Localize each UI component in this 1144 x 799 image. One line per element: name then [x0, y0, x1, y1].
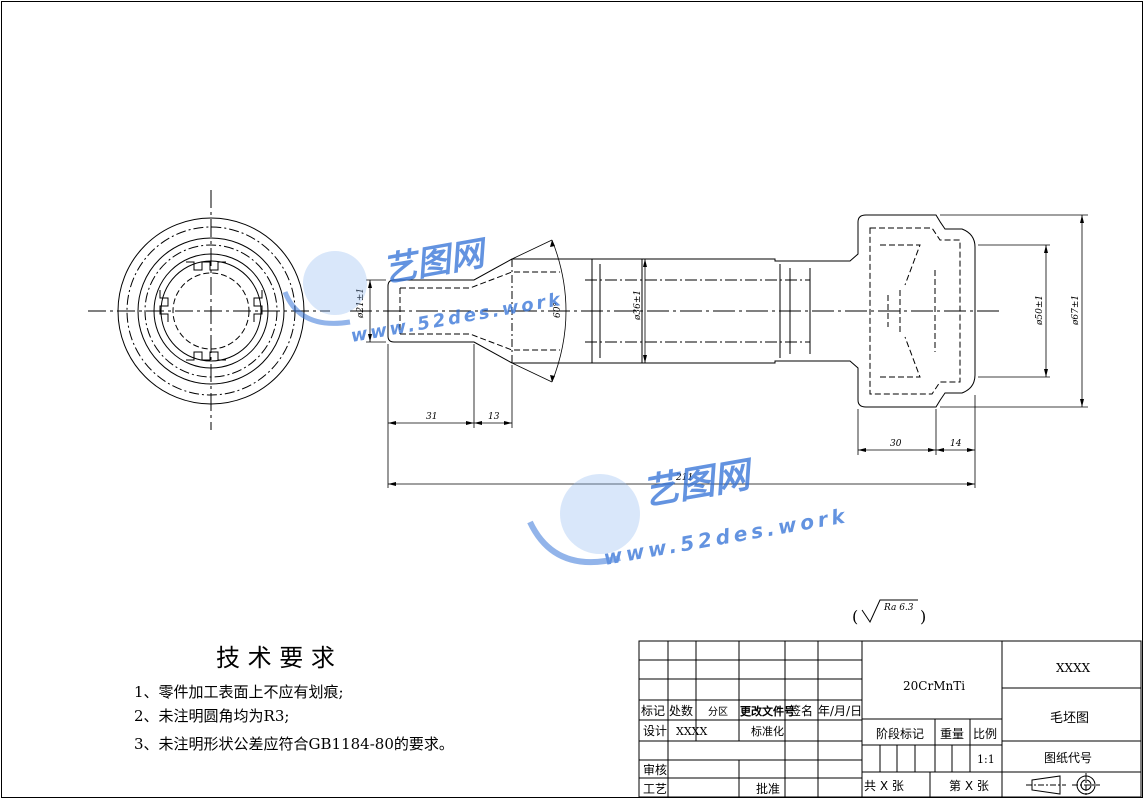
tb-drawing-name: 毛坯图: [1050, 711, 1089, 726]
watermark-globe-icon: [282, 251, 367, 326]
projection-symbol-icon: [1026, 773, 1100, 797]
watermark-brand: 艺图网: [639, 454, 757, 514]
tech-requirements-title: 技 术 要 求: [216, 644, 335, 672]
tb-rev-date: 年/月/日: [818, 704, 862, 718]
tb-drawing-code: 图纸代号: [1044, 751, 1092, 765]
dim-d21: ø21±1: [356, 288, 366, 319]
roughness-open-paren: (: [852, 607, 858, 626]
tb-review-label: 审核: [643, 762, 667, 777]
tb-rev-sign: 签名: [789, 703, 813, 718]
watermark-brand: 艺图网: [380, 233, 492, 291]
tb-sheets-total: 共 X 张: [864, 779, 904, 793]
dimension-arrows: [368, 215, 1084, 486]
dim-angle-60: 60°: [553, 302, 563, 318]
tech-note-2: 2、未注明圆角均为R3;: [134, 707, 289, 725]
roughness-close-paren: ): [920, 607, 926, 626]
tb-rev-count: 处数: [669, 703, 693, 718]
dimension-lines: [366, 214, 1088, 488]
tb-process-label: 工艺: [643, 782, 667, 796]
tb-company: XXXX: [1056, 661, 1091, 675]
tb-rev-mark: 标记: [641, 704, 665, 718]
dim-13: 13: [488, 412, 500, 422]
roughness-value: Ra 6.3: [883, 603, 914, 613]
tb-sheet-number: 第 X 张: [949, 779, 989, 793]
dim-14: 14: [950, 439, 962, 449]
watermark-top: 艺图网 www.52des.work: [282, 233, 565, 347]
tb-material: 20CrMnTi: [903, 679, 965, 693]
tb-weight-label: 重量: [940, 727, 964, 741]
side-view: [350, 214, 1000, 408]
tb-scale-value: 1:1: [977, 753, 995, 766]
tb-rev-docno: 更改文件号: [740, 704, 795, 718]
tb-design-value: XXXX: [676, 725, 707, 738]
dim-211: 211: [675, 473, 693, 483]
tech-note-1: 1、零件加工表面上不应有划痕;: [134, 683, 344, 701]
watermark-globe-icon: [527, 474, 640, 566]
dim-d67: ø67±1: [1071, 295, 1081, 326]
tb-rev-zone: 分区: [708, 706, 728, 718]
roughness-check-icon: [861, 599, 918, 624]
tb-design-label: 设计: [643, 724, 667, 738]
dim-31: 31: [426, 412, 437, 422]
title-block-grid: [638, 640, 1142, 798]
tb-scale-label: 比例: [973, 727, 997, 741]
tb-standardize-label: 标准化: [751, 724, 784, 738]
tb-stage-label: 阶段标记: [876, 726, 924, 741]
watermark-url: www.52des.work: [349, 289, 564, 347]
dim-d36: ø36±1: [633, 290, 643, 321]
watermark-center: 艺图网 www.52des.work: [527, 454, 850, 570]
end-view: [88, 190, 330, 430]
tech-note-3: 3、未注明形状公差应符合GB1184-80的要求。: [134, 735, 454, 753]
tb-approve-label: 批准: [756, 781, 780, 796]
dim-30: 30: [890, 439, 902, 449]
dim-d50: ø50±1: [1035, 295, 1045, 326]
roughness-symbol: ( Ra 6.3 ): [852, 599, 926, 626]
